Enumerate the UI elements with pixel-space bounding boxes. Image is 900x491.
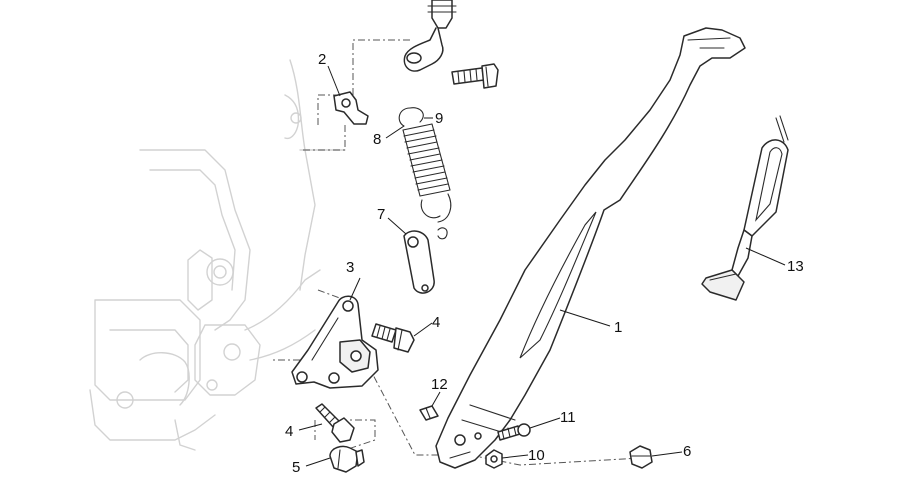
- callout-12: 12: [431, 376, 448, 393]
- callout-4-upper: 4: [432, 314, 440, 331]
- callout-8: 8: [373, 131, 381, 148]
- nut-part-6: [629, 445, 653, 469]
- callout-7: 7: [377, 206, 385, 223]
- callout-2: 2: [318, 51, 326, 68]
- callout-4-lower: 4: [285, 423, 293, 440]
- shock-absorber-end: [403, 0, 457, 72]
- callout-labels: 1 2 3 4 4 5 6 7 8 9 10 11 12 13: [285, 51, 804, 476]
- bolt-part-4-lower: [315, 403, 355, 443]
- stand-bracket-part-3: [291, 295, 379, 389]
- spring-part-9: [398, 107, 452, 223]
- side-stand-part-1: [435, 27, 746, 469]
- bolt-part-11: [497, 423, 531, 441]
- callout-5: 5: [292, 459, 300, 476]
- nut-part-10: [485, 449, 503, 469]
- bracket-part-2: [333, 91, 369, 125]
- callout-1: 1: [614, 319, 622, 336]
- pin-part-5: [329, 445, 365, 473]
- screw-part-12: [419, 405, 439, 421]
- bolt-part-4-upper: [371, 323, 415, 353]
- callout-9: 9: [435, 110, 443, 127]
- callout-11: 11: [560, 409, 576, 426]
- rubber-pad-part-13: [701, 115, 789, 301]
- callout-10: 10: [528, 447, 545, 464]
- callout-6: 6: [683, 443, 691, 460]
- engine-frame-outline: [89, 59, 346, 451]
- callout-3: 3: [346, 259, 354, 276]
- callout-13: 13: [787, 258, 804, 275]
- link-plate-part-7: [403, 227, 448, 294]
- top-bolt: [451, 63, 499, 89]
- leader-lines: [298, 65, 786, 467]
